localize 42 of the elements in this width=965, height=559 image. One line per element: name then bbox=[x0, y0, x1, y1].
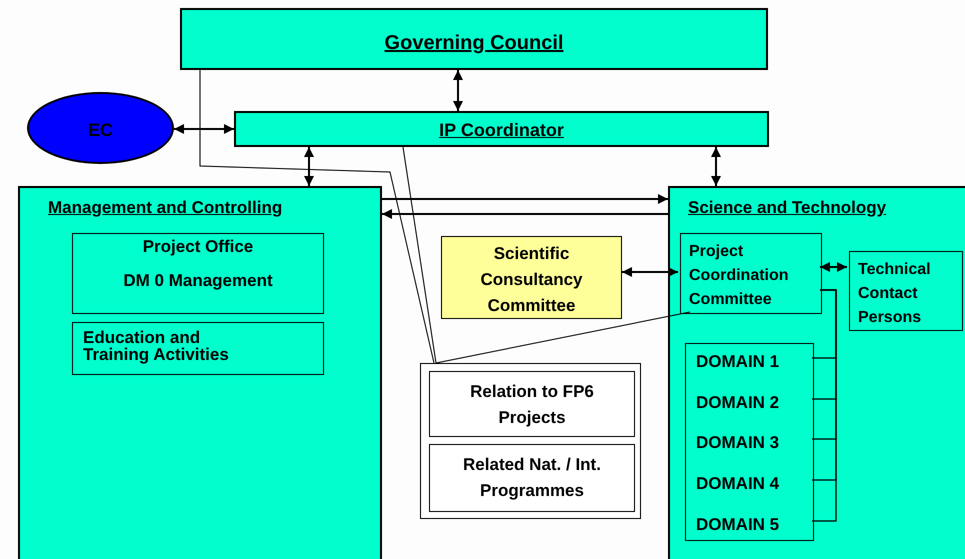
domain-list-box bbox=[685, 343, 814, 541]
domain-label: DOMAIN 4 bbox=[687, 469, 814, 499]
committee-box bbox=[441, 236, 622, 319]
contact-box bbox=[849, 251, 963, 331]
box-label: Relation to FP6 Projects bbox=[469, 381, 595, 429]
box-label: EC bbox=[86, 120, 114, 141]
domain-label: DOMAIN 3 bbox=[687, 428, 814, 458]
arrow bbox=[382, 209, 668, 219]
connector-line bbox=[402, 146, 436, 364]
box-label: IP Coordinator bbox=[439, 120, 564, 141]
arrow bbox=[820, 262, 847, 272]
relation-box bbox=[429, 444, 635, 512]
domain-label: DOMAIN 5 bbox=[687, 510, 814, 540]
arrow bbox=[174, 124, 234, 134]
box-label: Related Nat. / Int. Programmes bbox=[462, 454, 602, 502]
arrow bbox=[382, 194, 668, 204]
department-panel bbox=[18, 186, 382, 559]
box-label: Education and Training Activities bbox=[83, 329, 230, 363]
committee-box bbox=[680, 233, 822, 314]
domain-label: DOMAIN 2 bbox=[687, 388, 814, 418]
box-label: Science and Technology bbox=[688, 198, 886, 218]
connector-line bbox=[200, 70, 434, 364]
box-label: DM 0 Management bbox=[122, 271, 274, 291]
council-box bbox=[180, 8, 768, 70]
process-box bbox=[72, 233, 324, 314]
arrow bbox=[622, 267, 678, 277]
box-label: Scientific Consultancy Committee bbox=[479, 243, 584, 317]
coordinator-box bbox=[234, 111, 769, 147]
arrow bbox=[453, 70, 463, 111]
relation-box bbox=[429, 371, 635, 437]
connector-line bbox=[812, 289, 837, 522]
arrow bbox=[304, 147, 314, 186]
heading-text: Project Office bbox=[142, 237, 254, 257]
department-panel bbox=[668, 186, 965, 559]
domain-label: DOMAIN 1 bbox=[687, 347, 814, 377]
process-box bbox=[72, 322, 324, 375]
box-label: Governing Council bbox=[384, 32, 564, 55]
box-label: Management and Controlling bbox=[48, 198, 282, 218]
group-box bbox=[420, 363, 641, 519]
box-label: Technical Contact Persons bbox=[858, 260, 932, 328]
arrow bbox=[711, 147, 721, 186]
box-label: Project Coordination Committee bbox=[689, 242, 790, 310]
